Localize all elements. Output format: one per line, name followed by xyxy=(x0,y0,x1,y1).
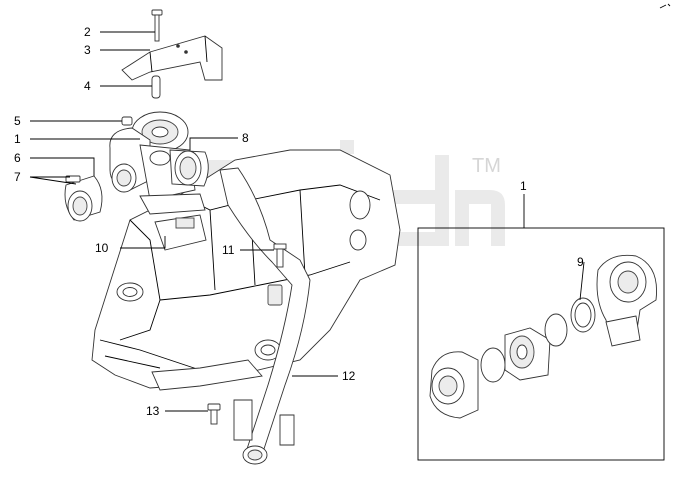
heat-shield-icon xyxy=(121,35,223,81)
clamp-icon xyxy=(65,175,81,183)
detail-box xyxy=(417,227,665,461)
v-band-clamp-icon xyxy=(570,297,596,333)
pin-icon xyxy=(151,75,161,99)
oil-return-pipe-icon xyxy=(219,167,311,465)
bolt-11-icon xyxy=(273,243,287,268)
o-ring-icon xyxy=(544,313,568,347)
bracket-icon xyxy=(154,214,207,251)
callout-1-turbo: 1 xyxy=(14,132,21,146)
compressor-housing-icon xyxy=(429,351,479,419)
outlet-hose-icon xyxy=(169,149,209,187)
hose-icon xyxy=(64,175,103,222)
callout-13: 13 xyxy=(146,404,160,418)
bolt-13-icon xyxy=(207,403,221,425)
trademark-label: TM xyxy=(472,155,501,177)
callout-11: 11 xyxy=(222,243,235,257)
callout-labels: 2 3 4 5 1 6 7 8 10 11 12 13 9 1 xyxy=(14,25,584,418)
callout-4: 4 xyxy=(84,79,91,93)
callout-12: 12 xyxy=(342,369,356,383)
cartridge-icon xyxy=(504,327,551,381)
gasket-icon xyxy=(480,347,506,383)
corner-mark xyxy=(659,3,671,9)
bolt-5-icon xyxy=(121,116,133,126)
callout-2: 2 xyxy=(84,25,91,39)
callout-6: 6 xyxy=(14,151,21,165)
leader-lines xyxy=(29,31,585,412)
callout-9: 9 xyxy=(577,255,584,269)
callout-5: 5 xyxy=(14,114,21,128)
callout-10: 10 xyxy=(95,241,109,255)
callout-8: 8 xyxy=(242,131,249,145)
turbine-housing-icon xyxy=(596,254,658,347)
callout-7: 7 xyxy=(14,170,21,184)
callout-3: 3 xyxy=(84,43,91,57)
callout-1-detail: 1 xyxy=(520,179,527,193)
bolt-icon xyxy=(151,9,163,42)
